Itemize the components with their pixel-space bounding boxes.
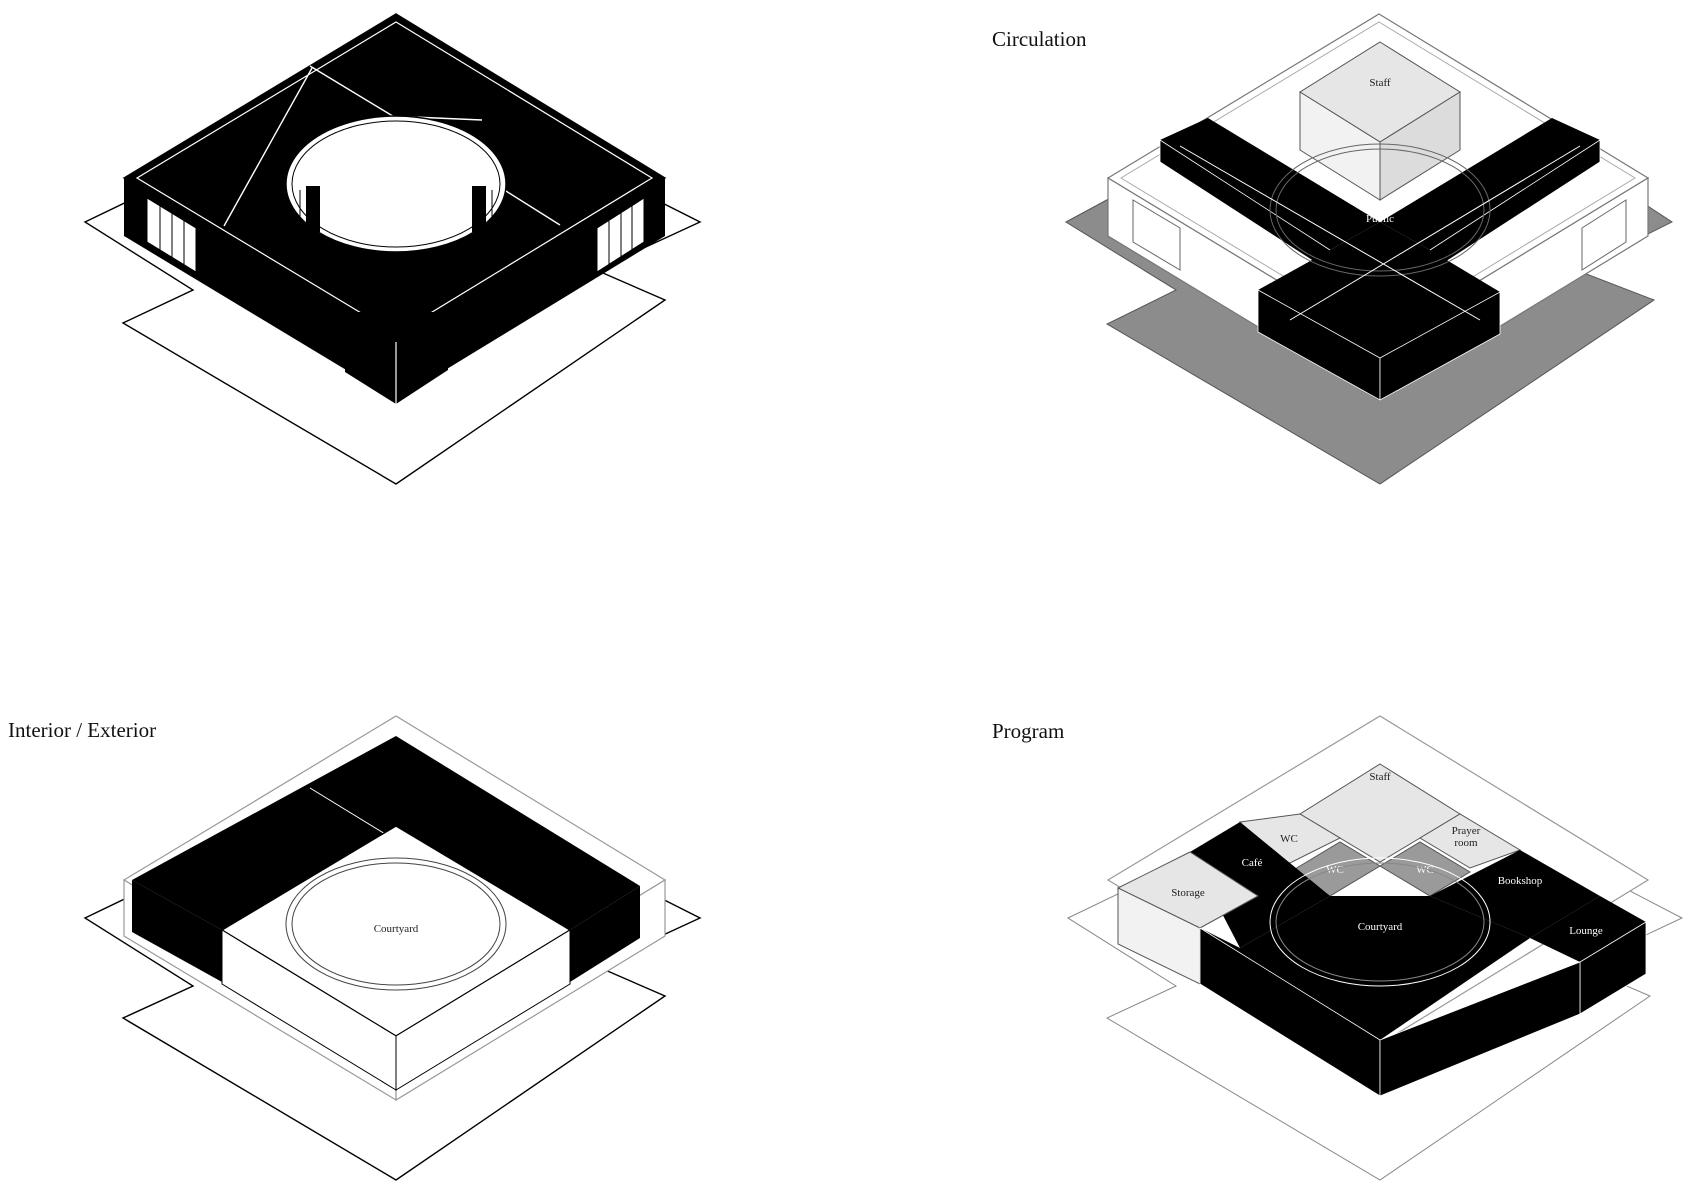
public-label: Public — [1366, 213, 1394, 225]
svg-text:Prayer: Prayer — [1452, 825, 1481, 837]
svg-text:Courtyard: Courtyard — [1358, 921, 1403, 933]
courtyard-void — [285, 115, 507, 253]
panel-interior-exterior: Interior / Exterior Courtyard — [8, 715, 702, 1181]
public-arm-front — [1258, 222, 1500, 358]
program-title: Program — [992, 719, 1064, 743]
panel-program: Program Staff WC WC WC Prayer room Café … — [992, 715, 1684, 1181]
interior-zone — [132, 736, 640, 930]
svg-text:Staff: Staff — [1369, 771, 1391, 783]
panel-massing — [83, 13, 702, 485]
roof-joint — [223, 67, 313, 227]
public-arm-left — [1160, 118, 1380, 250]
program-cafe — [1190, 822, 1330, 948]
staff-label: Staff — [1369, 77, 1391, 89]
program-courtyard — [1200, 896, 1530, 1040]
panel-circulation: Circulation Staff Public — [992, 13, 1673, 485]
public-arm-right — [1380, 118, 1600, 250]
program-lounge — [1530, 896, 1646, 962]
svg-text:Lounge: Lounge — [1569, 925, 1603, 937]
svg-text:Storage: Storage — [1171, 887, 1205, 899]
courtyard-label: Courtyard — [374, 923, 419, 935]
svg-text:WC: WC — [1280, 833, 1298, 845]
interior-exterior-title: Interior / Exterior — [8, 718, 156, 742]
circulation-title: Circulation — [992, 27, 1087, 51]
program-bookshop — [1430, 850, 1600, 938]
svg-text:room: room — [1454, 837, 1478, 849]
svg-text:Café: Café — [1242, 857, 1263, 869]
svg-text:Bookshop: Bookshop — [1498, 875, 1543, 887]
